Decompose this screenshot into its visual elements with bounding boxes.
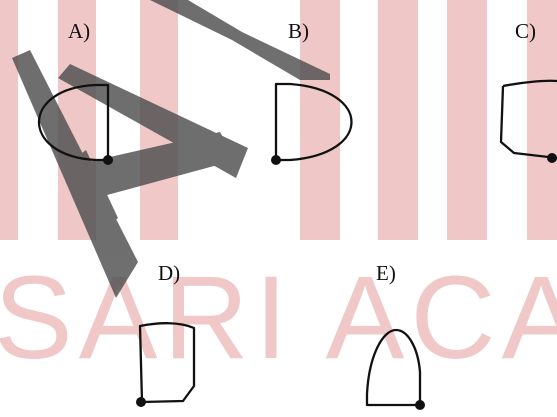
option-e-shape xyxy=(365,328,422,407)
option-label-c: C) xyxy=(515,19,536,43)
option-d-shape xyxy=(138,322,196,404)
option-c-shape xyxy=(499,79,557,160)
option-b-dot xyxy=(271,155,281,165)
watermark-stripe xyxy=(300,0,340,240)
watermark-stripe xyxy=(447,0,487,240)
watermark-stripe xyxy=(527,0,557,240)
option-e-dot xyxy=(415,400,425,410)
option-label-d: D) xyxy=(158,261,180,285)
option-label-b: B) xyxy=(288,19,309,43)
option-c-dot xyxy=(547,153,557,163)
watermark-stripe xyxy=(0,0,18,240)
watermark-logo xyxy=(12,0,330,298)
option-label-e: E) xyxy=(376,261,396,285)
option-a-shape xyxy=(38,83,110,162)
option-a-dot xyxy=(103,155,113,165)
watermark-stripe xyxy=(378,0,418,240)
option-label-a: A) xyxy=(68,19,90,43)
option-d-dot xyxy=(136,397,146,407)
option-b-shape xyxy=(274,82,353,162)
watermark-text: SARI ACAD xyxy=(0,252,557,384)
